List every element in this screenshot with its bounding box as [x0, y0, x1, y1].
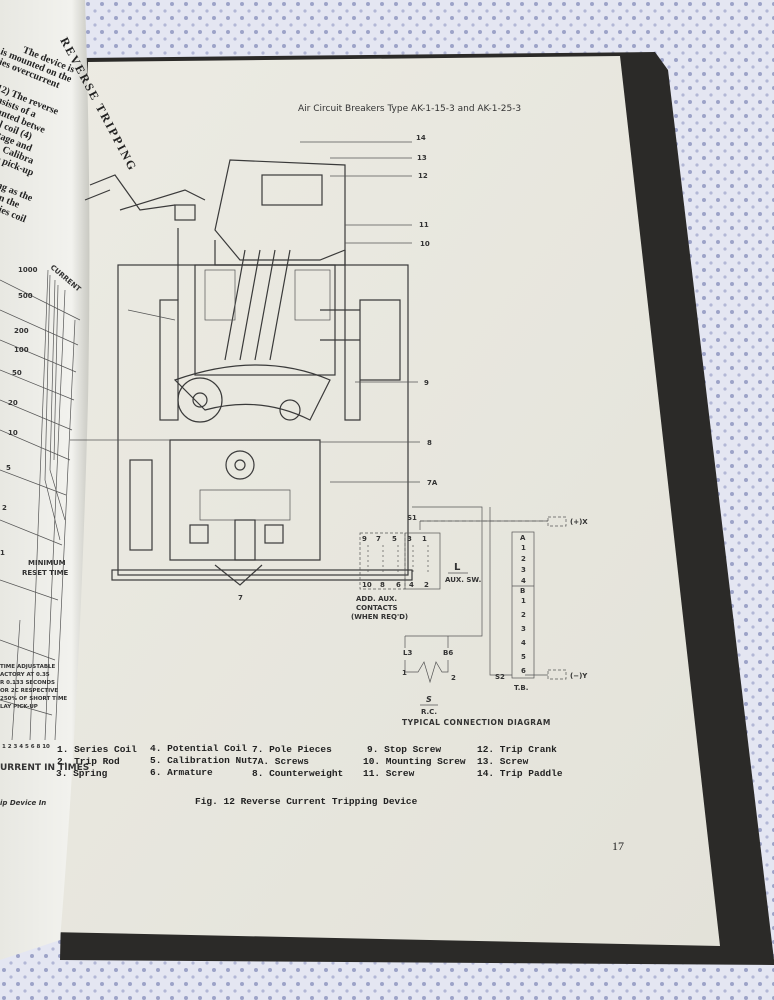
legend-item: 4. Potential Coil	[150, 743, 247, 754]
connection-diagram: S1 (+)X 9 7 5 3 1 10 8 6 4 2 L AUX. SW. …	[351, 506, 588, 727]
chart-tick: 20	[8, 399, 18, 407]
page-header: Air Circuit Breakers Type AK-1-15-3 and …	[298, 104, 521, 114]
contact-number: 9	[362, 535, 367, 543]
legend-item: 5. Calibration Nut	[150, 755, 253, 766]
callout-14: 14	[416, 134, 426, 142]
tb-terminal: 4	[521, 577, 526, 585]
page-number: 17	[612, 839, 624, 853]
legend-item: 11. Screw	[363, 768, 415, 779]
chart-tick: 1000	[18, 266, 38, 274]
chart-tick: 1 2 3 4 5 6 8 10	[2, 744, 50, 750]
plus-x-label: (+)X	[570, 518, 588, 526]
connection-diagram-title: TYPICAL CONNECTION DIAGRAM	[402, 718, 551, 727]
legend-item: 1. Series Coil	[57, 744, 137, 755]
legend-item: 2. Trip Rod	[57, 756, 120, 767]
tripping-device-drawing	[70, 141, 420, 586]
contact-number: 2	[424, 581, 429, 589]
callout-9: 9	[424, 379, 429, 387]
s1-label: S1	[407, 514, 417, 522]
tb-terminal: 6	[521, 667, 526, 675]
tb-terminal: 5	[521, 653, 526, 661]
rc-letter: S	[426, 695, 432, 704]
contact-number: 6	[396, 581, 401, 589]
legend-item: 7A. Screws	[252, 756, 309, 767]
callout-12: 12	[418, 172, 428, 180]
tb-terminal: 3	[521, 566, 526, 574]
chart-note: 250% OF SHORT TIME	[0, 696, 67, 702]
legend-item: 14. Trip Paddle	[477, 768, 563, 779]
contact-number: 1	[422, 535, 427, 543]
chart-note: ACTORY AT 0.35	[0, 672, 50, 678]
legend-item: 7. Pole Pieces	[252, 744, 332, 755]
chart-tick: 2	[2, 504, 7, 512]
callout-13: 13	[417, 154, 427, 162]
chart-axis-label: URRENT IN TIMES	[0, 763, 89, 773]
add-aux-label: (WHEN REQ'D)	[351, 613, 408, 621]
s2-label: S2	[495, 673, 505, 681]
tb-b-terminals: 1 2 3 4 5 6	[521, 597, 526, 675]
chart-note: LAY PICK-UP	[0, 704, 38, 710]
chart-tick: 50	[12, 369, 22, 377]
contact-number: 4	[409, 581, 414, 589]
minus-y-label: (−)Y	[570, 672, 588, 680]
callout-8: 8	[427, 439, 432, 447]
tb-block-b: B	[520, 587, 525, 595]
contact-number: 8	[380, 581, 385, 589]
chart-note: TIME ADJUSTABLE	[0, 664, 56, 670]
aux-sw-letter: L	[454, 562, 461, 573]
figure-caption: Fig. 12 Reverse Current Tripping Device	[195, 796, 418, 807]
tb-terminal: 3	[521, 625, 526, 633]
manual-page	[48, 56, 720, 946]
chart-note: R 0.133 SECONDS	[0, 680, 55, 686]
tb-terminal: 2	[521, 611, 526, 619]
callout-11: 11	[419, 221, 429, 229]
coil-terminal-2: 2	[451, 674, 456, 682]
chart-tick: 200	[14, 327, 29, 335]
chart-tick: 10	[8, 429, 18, 437]
tb-label: T.B.	[514, 684, 528, 692]
aux-contacts-bottom: 10 8 6 4 2	[362, 581, 429, 589]
legend-item: 3. Spring	[56, 768, 108, 779]
chart-tick: 5	[6, 464, 11, 472]
chart-tick: 100	[14, 346, 29, 354]
add-aux-label: ADD. AUX.	[356, 595, 397, 603]
aux-sw-label: AUX. SW.	[445, 576, 481, 584]
callout-7: 7	[238, 594, 243, 602]
legend-item: 10. Mounting Screw	[363, 756, 466, 767]
callout-7a: 7A	[427, 479, 438, 487]
legend-item: 9. Stop Screw	[367, 744, 441, 755]
legend-item: 6. Armature	[150, 767, 213, 778]
tb-terminal: 4	[521, 639, 526, 647]
left-page: REVERSE TRIPPING The device is is mounte…	[0, 0, 140, 960]
b6-label: B6	[443, 649, 453, 657]
callout-10: 10	[420, 240, 430, 248]
chart-label: MINIMUM	[28, 559, 66, 567]
chart-caption: ip Device In	[0, 799, 46, 807]
chart-label: RESET TIME	[22, 569, 69, 577]
tb-terminal: 1	[521, 597, 526, 605]
add-aux-label: CONTACTS	[356, 604, 398, 612]
tb-block-a: A	[520, 534, 526, 542]
parts-legend: 1. Series Coil 2. Trip Rod 3. Spring 4. …	[56, 743, 563, 779]
legend-item: 13. Screw	[477, 756, 529, 767]
coil-terminal-1: 1	[402, 669, 407, 677]
legend-item: 8. Counterweight	[252, 768, 343, 779]
tb-a-terminals: 1 2 3 4	[521, 544, 526, 585]
l3-label: L3	[403, 649, 412, 657]
aux-contacts-top: 9 7 5 3 1	[362, 535, 427, 543]
tb-terminal: 1	[521, 544, 526, 552]
chart-tick: 1	[0, 549, 5, 557]
rc-label: R.C.	[421, 708, 437, 716]
contact-number: 5	[392, 535, 397, 543]
tb-terminal: 2	[521, 555, 526, 563]
chart-note: OR 2C RESPECTIVE	[0, 688, 58, 694]
contact-number: 10	[362, 581, 372, 589]
chart-tick: 500	[18, 292, 33, 300]
contact-number: 7	[376, 535, 381, 543]
contact-number: 3	[407, 535, 412, 543]
legend-item: 12. Trip Crank	[477, 744, 557, 755]
